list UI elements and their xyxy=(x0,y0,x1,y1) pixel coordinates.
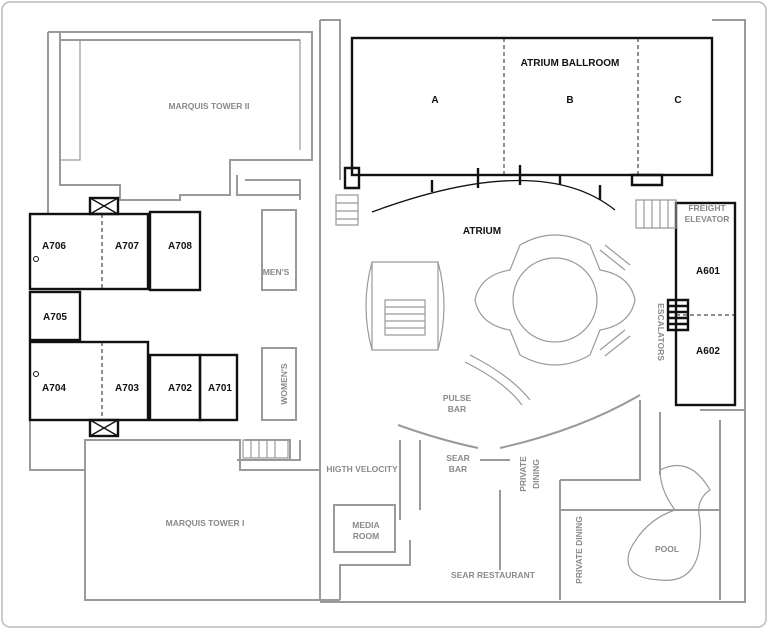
area-label: A708 xyxy=(168,241,192,252)
sear-bar-arc xyxy=(397,394,641,449)
room-a601-a602[interactable] xyxy=(674,201,737,407)
room-a708[interactable] xyxy=(148,210,202,292)
restaurant-walls xyxy=(399,440,510,570)
escalator-bank xyxy=(666,298,690,332)
atrium-label: ATRIUM xyxy=(463,226,501,237)
ballroom-name: ATRIUM BALLROOM xyxy=(521,58,620,69)
area-label: FREIGHT xyxy=(688,203,726,213)
freight-stairs xyxy=(635,199,677,229)
area-label: MARQUIS TOWER II xyxy=(168,101,249,111)
area-label: SEAR RESTAURANT xyxy=(451,570,536,580)
area-label: A703 xyxy=(115,383,139,394)
mens-room-outline xyxy=(261,209,297,291)
area-label: SEAR xyxy=(446,453,470,463)
area-label: MEDIA xyxy=(352,520,379,530)
womens-room-outline xyxy=(261,347,297,421)
area-label: A701 xyxy=(208,383,232,394)
area-label: PULSE xyxy=(443,393,472,403)
meeting-rooms-a700: A706 A707 A708 A705 A704 A703 A702 A701 xyxy=(28,196,239,438)
area-label: BAR xyxy=(448,404,466,414)
area-label: HIGTH VELOCITY xyxy=(326,464,398,474)
area-label: A704 xyxy=(42,383,66,394)
atrium-central-feature xyxy=(464,234,636,406)
marquis-tower-2-outline xyxy=(47,31,313,215)
area-label: MEN'S xyxy=(263,267,290,277)
area-label: DINING xyxy=(531,459,541,489)
room-a701[interactable] xyxy=(198,353,239,422)
media-room-outline xyxy=(333,504,411,600)
south-wall xyxy=(320,19,746,603)
room-a704-a703[interactable] xyxy=(28,340,150,422)
atrium-ballroom[interactable] xyxy=(350,36,714,177)
area-label: WOMEN'S xyxy=(279,363,289,405)
area-label: POOL xyxy=(655,544,679,554)
pulse-bar-lounge xyxy=(365,261,445,351)
area-label: ESCALATORS xyxy=(656,303,666,361)
ballroom-section-c: C xyxy=(674,95,681,106)
room-a705[interactable] xyxy=(28,290,82,342)
area-label: MARQUIS TOWER I xyxy=(166,518,245,528)
area-label: BAR xyxy=(449,464,467,474)
room-a602-label: A602 xyxy=(696,346,720,357)
ballroom-doors xyxy=(343,165,664,200)
area-label: ROOM xyxy=(353,531,379,541)
marquis-tower-1-outline xyxy=(29,420,321,601)
ballroom-prefunction-arc xyxy=(371,179,616,213)
room-a601-label: A601 xyxy=(696,266,720,277)
area-label: A706 xyxy=(42,241,66,252)
stairs-north xyxy=(335,194,359,226)
ballroom-section-a: A xyxy=(431,95,438,106)
east-rooms xyxy=(559,400,745,600)
corridor-walls xyxy=(236,19,341,600)
pool-outline[interactable] xyxy=(627,464,711,581)
area-label: PRIVATE xyxy=(518,456,528,492)
area-label: A702 xyxy=(168,383,192,394)
stairs-west xyxy=(242,439,289,459)
area-label: A705 xyxy=(43,312,67,323)
ballroom-section-b: B xyxy=(566,95,573,106)
area-label: PRIVATE DINING xyxy=(574,516,584,584)
tower-2-inner xyxy=(60,39,301,161)
area-label: ELEVATOR xyxy=(685,214,730,224)
area-label: A707 xyxy=(115,241,139,252)
